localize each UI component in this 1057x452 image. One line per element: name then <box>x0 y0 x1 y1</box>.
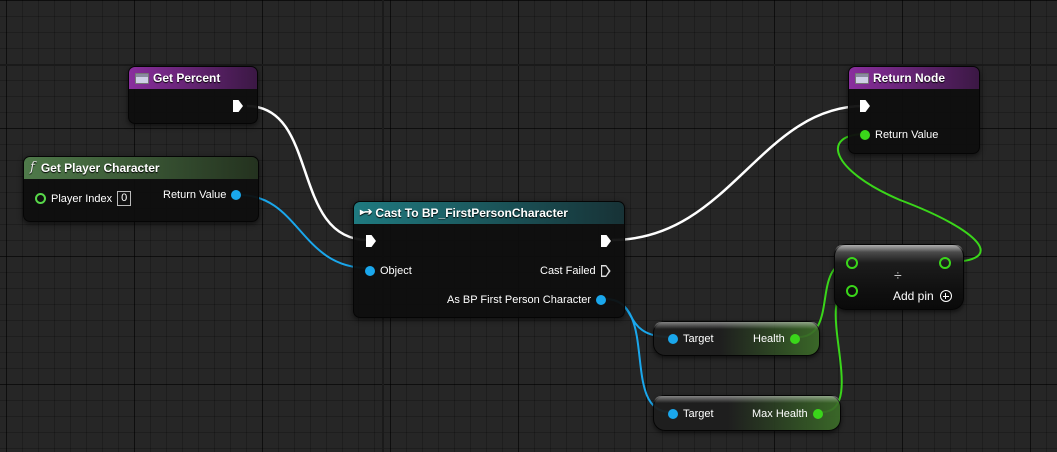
exec-in-icon <box>366 235 376 247</box>
return-node-exec-in-pin[interactable] <box>860 100 870 112</box>
float-pin-icon <box>812 409 823 419</box>
health-get-node[interactable]: Target Health <box>653 321 820 356</box>
return-node-return-value-pin[interactable]: Return Value <box>860 128 938 142</box>
player-index-pin[interactable]: Player Index 0 <box>35 191 132 206</box>
get-player-character-header[interactable]: f Get Player Character <box>24 157 258 179</box>
target-label: Target <box>683 408 714 420</box>
cast-header[interactable]: ▸➔ Cast To BP_FirstPersonCharacter <box>354 202 624 224</box>
function-entry-icon <box>135 72 149 84</box>
health-target-pin[interactable]: Target <box>668 332 714 346</box>
player-index-label: Player Index <box>51 192 113 205</box>
object-pin-icon <box>596 295 607 305</box>
exec-wire-entry-to-cast <box>246 104 369 242</box>
cast-object-pin[interactable]: Object <box>365 264 412 278</box>
object-pin-icon <box>668 409 678 419</box>
object-label: Object <box>380 265 412 277</box>
float-pin-icon <box>846 257 858 269</box>
get-percent-node[interactable]: Get Percent <box>128 66 258 124</box>
add-pin-label: Add pin <box>893 289 934 303</box>
add-circle-icon <box>939 290 952 302</box>
get-player-character-return-pin[interactable]: Return Value <box>163 188 242 202</box>
float-pin-icon <box>860 130 870 140</box>
object-pin-icon <box>365 266 375 276</box>
get-percent-title: Get Percent <box>153 71 221 85</box>
max-health-label: Max Health <box>752 408 808 420</box>
exec-wire-cast-to-return <box>611 104 865 242</box>
health-value-pin[interactable]: Health <box>753 332 800 346</box>
divide-symbol: ÷ <box>894 267 902 283</box>
get-player-character-title: Get Player Character <box>40 161 160 175</box>
return-node-title: Return Node <box>873 71 945 85</box>
node-gloss <box>654 322 819 329</box>
cast-title: Cast To BP_FirstPersonCharacter <box>375 206 568 220</box>
as-label: As BP First Person Character <box>447 294 592 306</box>
get-player-character-node[interactable]: f Get Player Character Player Index 0 Re… <box>23 156 259 222</box>
exec-in-icon <box>860 100 870 112</box>
exec-out-icon <box>601 235 611 247</box>
exec-out-icon <box>233 100 243 112</box>
add-pin-button[interactable]: Add pin <box>893 289 952 303</box>
object-pin-icon <box>668 334 678 344</box>
float-pin-icon <box>939 257 951 269</box>
node-gloss <box>654 396 840 403</box>
max-health-get-node[interactable]: Target Max Health <box>653 395 841 431</box>
float-pin-icon <box>789 334 800 344</box>
integer-pin-icon <box>35 193 46 204</box>
function-f-icon: f <box>30 160 35 175</box>
cast-node[interactable]: ▸➔ Cast To BP_FirstPersonCharacter Objec… <box>353 201 625 318</box>
divide-output-pin[interactable] <box>939 257 951 269</box>
object-pin-icon <box>231 190 242 200</box>
return-node-header[interactable]: Return Node <box>849 67 979 89</box>
float-pin-icon <box>846 285 858 297</box>
cast-failed-label: Cast Failed <box>540 265 596 277</box>
target-label: Target <box>683 333 714 345</box>
function-entry-icon <box>855 72 869 84</box>
return-value-label: Return Value <box>875 129 939 141</box>
get-percent-header[interactable]: Get Percent <box>129 67 257 89</box>
max-health-target-pin[interactable]: Target <box>668 407 714 421</box>
cast-exec-out-pin[interactable] <box>601 235 611 247</box>
return-node[interactable]: Return Node Return Value <box>848 66 980 154</box>
cast-failed-pin[interactable]: Cast Failed <box>540 264 611 278</box>
return-value-label: Return Value <box>163 189 227 201</box>
exec-out-hollow-icon <box>601 265 611 277</box>
cast-icon: ▸➔ <box>360 207 372 218</box>
cast-exec-in-pin[interactable] <box>366 235 376 247</box>
max-health-value-pin[interactable]: Max Health <box>752 407 823 421</box>
get-percent-exec-out-pin[interactable] <box>233 100 243 112</box>
node-gloss <box>835 245 963 252</box>
cast-as-pin[interactable]: As BP First Person Character <box>447 293 607 307</box>
divide-node[interactable]: ÷ Add pin <box>834 244 964 310</box>
health-label: Health <box>753 333 785 345</box>
divide-input-a-pin[interactable] <box>846 257 858 269</box>
divide-input-b-pin[interactable] <box>846 285 858 297</box>
player-index-value[interactable]: 0 <box>117 191 132 206</box>
